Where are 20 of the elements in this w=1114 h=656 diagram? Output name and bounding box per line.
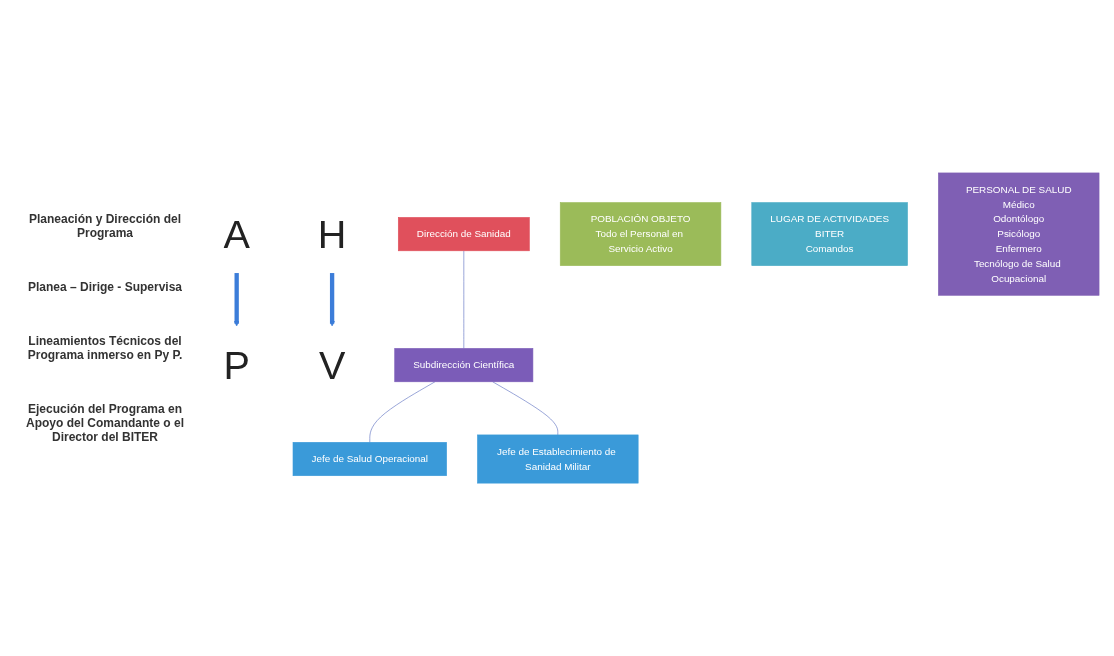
node-box: Jefe de Salud Operacional bbox=[292, 442, 447, 476]
node-box: Dirección de Sanidad bbox=[398, 217, 530, 252]
arrow bbox=[329, 273, 335, 327]
node-box: PERSONAL DE SALUD Médico Odontólogo Psicólogo Enfermero Tecnólogo de Salud Ocupacional bbox=[938, 172, 1100, 296]
node-box: POBLACIÓN OBJETO Todo el Personal en Servicio Activo bbox=[559, 202, 722, 266]
side-note: Planeación y Dirección del Programa bbox=[27, 212, 183, 240]
arrow bbox=[233, 273, 240, 327]
side-note: Ejecución del Programa en Apoyo del Comandante o el Director del BITER bbox=[25, 402, 185, 444]
node-text: A bbox=[223, 211, 250, 257]
side-note: Planea – Dirige - Supervisa bbox=[26, 280, 184, 294]
node-text: V bbox=[318, 342, 346, 388]
node-text: P bbox=[223, 342, 250, 388]
connector bbox=[492, 381, 559, 436]
side-note: Lineamientos Técnicos del Programa inmerso en Py P. bbox=[26, 334, 184, 362]
node-box: LUGAR DE ACTIVIDADES BITER Comandos bbox=[751, 202, 908, 266]
node-text: H bbox=[317, 211, 347, 257]
node-box: Jefe de Establecimiento de Sanidad Militar bbox=[477, 434, 639, 484]
node-box: Subdirección Científica bbox=[394, 348, 534, 383]
connector bbox=[463, 250, 465, 349]
connector bbox=[369, 381, 436, 443]
